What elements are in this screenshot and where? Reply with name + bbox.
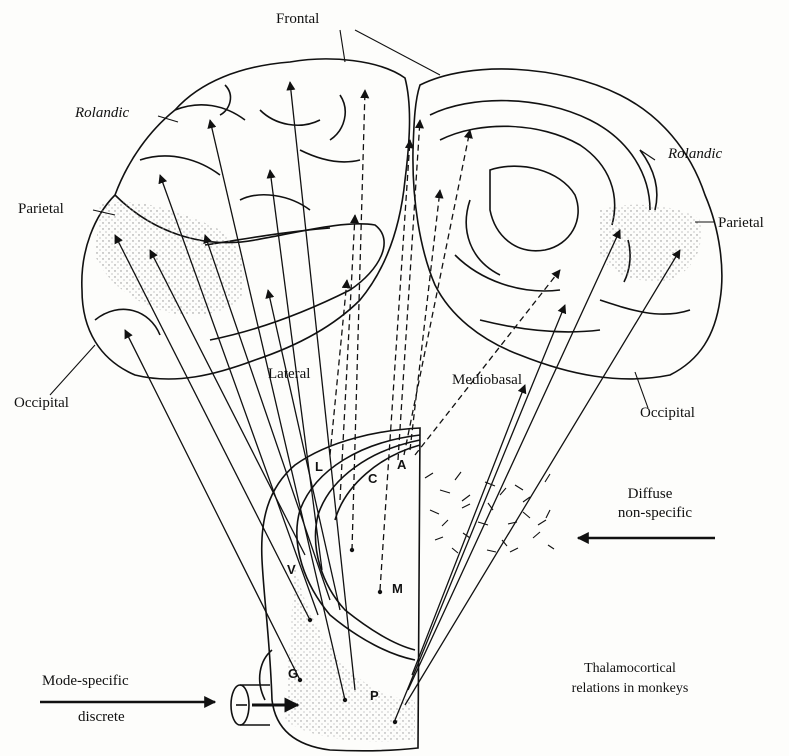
- label-frontal: Frontal: [276, 10, 319, 28]
- left-sulcus-4: [330, 95, 345, 140]
- nucleus-label-p: P: [370, 687, 379, 705]
- leader-rolandic-right: [640, 150, 655, 160]
- label-lateral: Lateral: [268, 365, 310, 383]
- projection-m-mediobasal: [412, 385, 525, 675]
- dashed-m-1: [380, 140, 410, 590]
- nucleus-label-m: M: [392, 580, 403, 598]
- nucleus-label-g: G: [288, 665, 298, 683]
- left-sulcus-6: [300, 150, 360, 162]
- nucleus-label-c: C: [368, 470, 377, 488]
- right-corpus-callosum: [490, 166, 578, 251]
- label-rolandic-right: Rolandic: [668, 145, 722, 163]
- label-occipital-right: Occipital: [640, 404, 695, 422]
- right-cingulate-outer: [430, 101, 650, 210]
- projection-p-medial-1: [395, 305, 565, 720]
- dashed-projections: [330, 90, 560, 590]
- caption-line2: relations in monkeys: [525, 679, 735, 698]
- leader-occipital-right: [635, 372, 648, 408]
- left-parietal-stipple: [95, 202, 244, 315]
- right-medial-sulcus-1: [466, 200, 500, 275]
- left-occipital-sulcus: [95, 309, 160, 335]
- leader-frontal-right: [355, 30, 440, 75]
- solid-projections: [115, 82, 680, 720]
- leader-frontal-left: [340, 30, 345, 62]
- dashed-c-3: [330, 280, 347, 455]
- label-discrete: discrete: [78, 708, 125, 726]
- projection-v-parietal-2: [160, 175, 318, 615]
- right-medial-sulcus-5: [480, 320, 600, 332]
- dashed-a-1: [398, 120, 420, 460]
- projection-p-medial-3: [408, 230, 620, 690]
- projection-l-1: [205, 235, 330, 600]
- label-mediobasal: Mediobasal: [452, 371, 522, 389]
- right-medial-sulcus-2: [455, 255, 560, 291]
- right-parietal-stipple: [600, 205, 701, 281]
- label-parietal-left: Parietal: [18, 200, 64, 218]
- dashed-a-3: [410, 190, 440, 450]
- projection-p-medial-2: [405, 250, 680, 705]
- nucleus-label-l: L: [315, 458, 323, 476]
- thalamus-lamina-3: [335, 445, 420, 520]
- caption-line1: Thalamocortical: [540, 659, 720, 678]
- label-parietal-right: Parietal: [718, 214, 764, 232]
- left-sulcus-1: [175, 105, 245, 120]
- label-rolandic-left: Rolandic: [75, 104, 129, 122]
- nucleus-label-a: A: [397, 456, 406, 474]
- label-diffuse-line2: non-specific: [595, 504, 715, 522]
- nucleus-label-v: V: [287, 561, 296, 579]
- right-cingulate-inner: [440, 126, 615, 225]
- left-sulcus-3: [260, 110, 320, 125]
- left-sulcus-2: [140, 156, 220, 175]
- label-occipital-left: Occipital: [14, 394, 69, 412]
- leader-occipital-left: [50, 345, 95, 395]
- label-diffuse-line1: Diffuse: [600, 485, 700, 503]
- label-mode-specific: Mode-specific: [42, 672, 129, 690]
